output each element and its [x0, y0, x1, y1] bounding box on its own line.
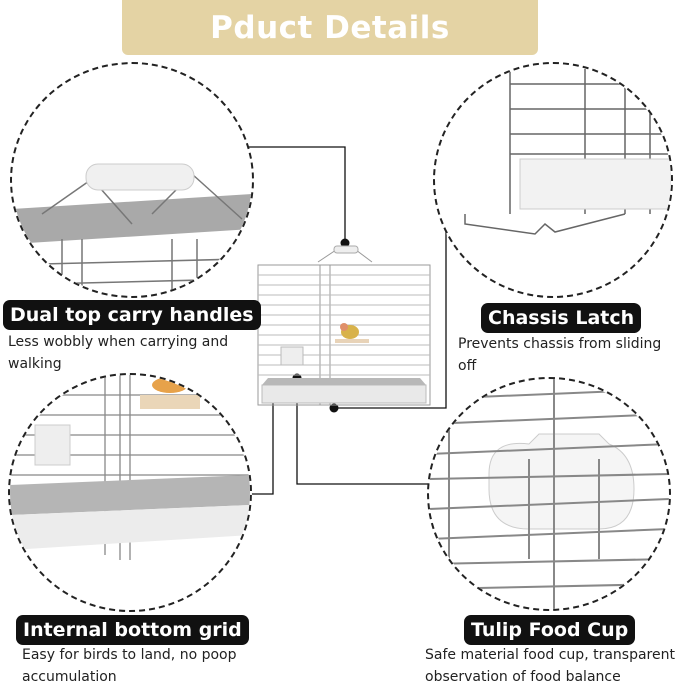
- chassis-latch-detail-icon: [464, 69, 671, 235]
- food-cup-detail: [427, 377, 671, 611]
- feature-description: Easy for birds to land, no poop accumula…: [22, 647, 237, 685]
- feature-label: Internal bottom grid: [16, 615, 249, 645]
- page-title: Pduct Details: [210, 9, 450, 46]
- feature-label: Dual top carry handles: [3, 300, 261, 330]
- carry-handle-detail-icon: [12, 163, 252, 296]
- feature-description: Prevents chassis from sliding off: [458, 336, 662, 374]
- feature-description: Safe material food cup, transparent obse…: [425, 647, 675, 685]
- feature-label: Tulip Food Cup: [464, 615, 636, 645]
- chassis-latch-detail: [433, 62, 673, 298]
- carry-handle-detail: [10, 62, 254, 298]
- food-cup-detail-icon: [429, 379, 669, 609]
- bottom-grid-detail: [8, 373, 252, 612]
- feature-description: Less wobbly when carrying and walking: [8, 334, 229, 372]
- bottom-grid-detail-icon: [10, 375, 250, 560]
- title-banner: Pduct Details: [122, 0, 538, 55]
- feature-label: Chassis Latch: [481, 303, 642, 333]
